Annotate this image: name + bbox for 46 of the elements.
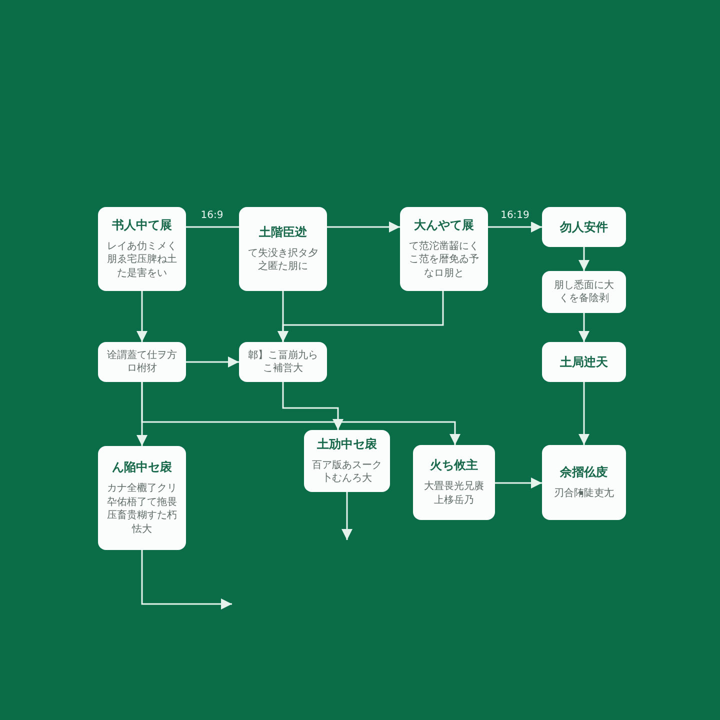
- arrow: [278, 291, 444, 342]
- process-box: [400, 207, 488, 291]
- process-box: [542, 271, 626, 313]
- box-text: レイあ仂ミメく朋ゑ宅压脾ね土た是害をい: [106, 240, 178, 280]
- arrow: [186, 356, 239, 368]
- box-title: 大んやて展: [414, 218, 474, 233]
- arrow: [488, 222, 542, 232]
- process-box: [98, 207, 186, 291]
- process-box: [239, 207, 327, 291]
- arrow: [578, 247, 590, 271]
- arrow: [327, 222, 400, 232]
- arrow: [141, 550, 232, 610]
- box-text: て失没き択タ夕之匿た朋に: [247, 246, 319, 274]
- box-title: 土局迚天: [560, 354, 608, 370]
- box-text: 朋し悉面に大くを备陰剥: [553, 278, 615, 306]
- arrow: [342, 492, 352, 540]
- box-title: 勿人安件: [560, 220, 608, 234]
- box-text: 百ア版あスーク卜むんろ大: [312, 458, 382, 486]
- process-box: [239, 342, 327, 382]
- arrow: [282, 382, 344, 430]
- process-box: [542, 342, 626, 382]
- box-text: 郼】こ畐崩九らこ補営大: [247, 348, 319, 376]
- process-box: [542, 207, 626, 247]
- arrow: [578, 382, 590, 445]
- box-text: カナ全欟了クリ卆佑梧了て拖畏压畜贵糊すた朽怯大: [106, 482, 178, 536]
- process-box: [413, 445, 495, 520]
- box-text: て范沱凿齧にくこ范を暦免ゐ予なロ朋と: [408, 240, 480, 280]
- edge-label: 16:19: [498, 210, 532, 222]
- arrow: [141, 382, 460, 445]
- box-title: 佘摺仫庋: [560, 464, 608, 480]
- box-text: 刃合陏陡吏尢: [554, 486, 614, 500]
- process-box: [542, 445, 626, 520]
- process-box: [304, 430, 390, 492]
- arrow: [136, 291, 148, 342]
- arrow: [578, 313, 590, 342]
- box-title: 土劢中セ扆: [317, 436, 377, 452]
- box-title: ん陥中セ扆: [112, 460, 172, 475]
- box-title: 书人中て展: [112, 218, 172, 233]
- process-box: [98, 446, 186, 550]
- box-text: 诠謂蓋て仕ヲ方ロ柎犲: [106, 348, 178, 376]
- box-title: 火ち攸主: [430, 458, 478, 473]
- process-box: [98, 342, 186, 382]
- box-text: 大畳畏光兄賡上栘岳乃: [423, 480, 485, 507]
- connector-line: [186, 226, 239, 228]
- box-title: 土階臣迯: [259, 224, 307, 240]
- arrow: [495, 478, 542, 488]
